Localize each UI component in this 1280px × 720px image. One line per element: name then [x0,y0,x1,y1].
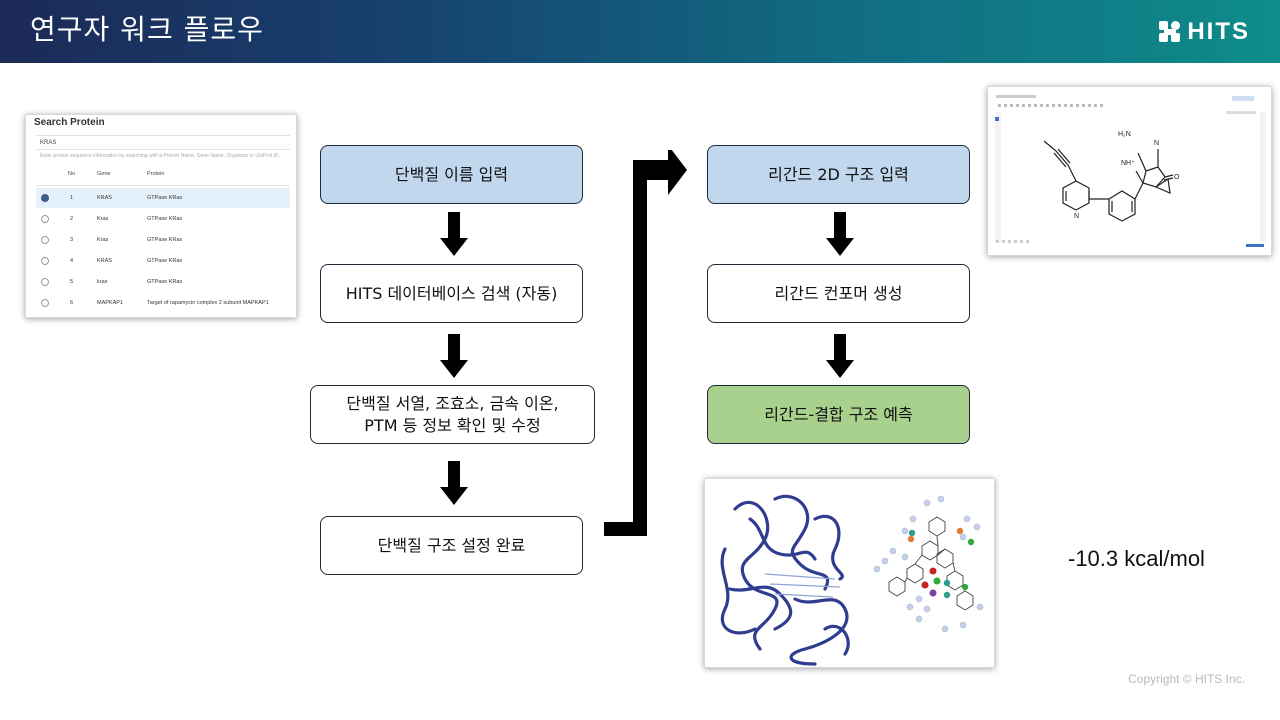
step-sequence-check: 단백질 서열, 조효소, 금속 이온, PTM 등 정보 확인 및 수정 [310,385,595,444]
column-header-no: No [68,171,76,177]
table-row[interactable]: 1 KRAS GTPase KRas [36,188,290,208]
column-header-gene: Gene [97,171,111,177]
ligand-sticks [764,573,841,598]
arrow-down-icon [826,334,854,378]
step-binding-prediction: 리간드-결합 구조 예측 [707,385,970,444]
check-circle-icon[interactable] [41,299,49,307]
search-input[interactable]: KRAS [40,140,57,146]
molecule-atom-label: NH⁺ [1121,160,1135,167]
search-hint: Enter protein sequence information by se… [40,153,280,159]
step-structure-complete: 단백질 구조 설정 완료 [320,516,583,575]
table-row[interactable]: 5 kras GTPase KRas [36,272,290,292]
binding-energy-value: -10.3 kcal/mol [1068,546,1205,571]
table-row[interactable]: 4 KRAS GTPase KRas [36,251,290,271]
table-row[interactable]: 2 Kras GTPase KRas [36,209,290,229]
table-row[interactable]: 6 MAPKAP1 Target of rapamycin complex 2 … [36,293,290,313]
arrow-down-icon [440,461,468,505]
check-circle-icon[interactable] [41,257,49,265]
step-ligand-2d-input: 리간드 2D 구조 입력 [707,145,970,204]
copyright-text: Copyright © HITS Inc. [1128,672,1245,686]
molecule-editor-canvas: H₂N N NH⁺ O N [995,95,1266,247]
docking-result-screenshot [704,478,995,668]
check-circle-icon[interactable] [41,194,49,202]
check-circle-icon[interactable] [41,236,49,244]
check-circle-icon[interactable] [41,278,49,286]
header-bar: 연구자 워크 플로우 HITS [0,0,1280,63]
molecule-atom-label: O [1174,174,1180,181]
step-database-search: HITS 데이터베이스 검색 (자동) [320,264,583,323]
molecule-editor-screenshot: H₂N N NH⁺ O N [987,86,1272,256]
step-protein-name-input: 단백질 이름 입력 [320,145,583,204]
table-row[interactable]: 3 Kras GTPase KRas [36,230,290,250]
molecule-atom-label: N [1074,213,1079,220]
molecule-atom-label: N [1154,140,1159,147]
search-panel-title: Search Protein [34,117,105,128]
molecule-atom-label: H₂N [1118,131,1131,138]
hits-logo-icon [1159,21,1181,43]
check-circle-icon[interactable] [41,215,49,223]
step-ligand-conformer: 리간드 컨포머 생성 [707,264,970,323]
hits-logo: HITS [1159,18,1250,46]
protein-ribbon [720,494,850,666]
interaction-diagram [873,495,984,633]
search-protein-screenshot: Search Protein KRAS Enter protein sequen… [25,114,297,318]
arrow-down-icon [826,212,854,256]
connector-arrow-icon [604,150,687,536]
arrow-down-icon [440,334,468,378]
arrow-down-icon [440,212,468,256]
column-header-protein: Protein [147,171,165,177]
docking-visualization [720,494,984,666]
page-title: 연구자 워크 플로우 [30,13,264,46]
hits-logo-text: HITS [1187,18,1250,45]
